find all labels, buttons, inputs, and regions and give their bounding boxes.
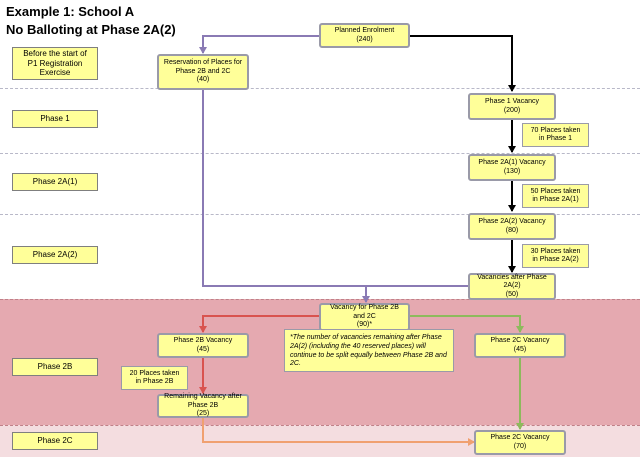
node-phase2a1-vacancy: Phase 2A(1) Vacancy (130) xyxy=(468,154,556,181)
phase-label-phase2c: Phase 2C xyxy=(12,432,98,450)
node-value: (130) xyxy=(503,167,521,175)
node-value: (70) xyxy=(513,442,527,450)
phase-separator xyxy=(0,425,640,426)
node-phase2a2-vacancy: Phase 2A(2) Vacancy (80) xyxy=(468,213,556,240)
node-phase2b-vacancy: Phase 2B Vacancy (45) xyxy=(157,333,249,358)
arrow-remaining-to-2c-final xyxy=(202,418,475,446)
phase-separator xyxy=(0,214,640,215)
node-label: Reservation of Places for Phase 2B and 2… xyxy=(163,59,243,75)
node-value: (45) xyxy=(196,345,210,353)
node-label: Phase 2C Vacancy xyxy=(490,434,550,442)
note-line: in Phase 2A(1) xyxy=(532,196,579,203)
arrow-reservation-to-vacancy2b2c xyxy=(202,90,366,287)
node-label: Phase 2B Vacancy xyxy=(173,337,233,345)
node-value: (45) xyxy=(513,345,527,353)
node-value: (25) xyxy=(196,410,210,418)
diagram-title-line1: Example 1: School A xyxy=(6,4,135,19)
note-taken-phase1: 70 Places taken in Phase 1 xyxy=(522,123,589,147)
node-remaining-vacancy: Remaining Vacancy after Phase 2B (25) xyxy=(157,393,249,418)
note-line: in Phase 1 xyxy=(538,135,573,142)
phase-label-phase2a2: Phase 2A(2) xyxy=(12,246,98,264)
note-line: in Phase 2B xyxy=(135,378,174,385)
node-reservation: Reservation of Places for Phase 2B and 2… xyxy=(157,54,249,90)
node-label: Vacancy for Phase 2B and 2C xyxy=(330,304,399,320)
phase-label-pre-registration: Before the start of P1 Registration Exer… xyxy=(12,47,98,80)
note-line: 30 Places taken xyxy=(530,247,581,255)
node-label: Phase 2A(2) Vacancy xyxy=(478,218,546,226)
node-label: Phase 2C Vacancy xyxy=(490,337,550,345)
note-taken-phase2a2: 30 Places taken in Phase 2A(2) xyxy=(522,244,589,268)
arrow-vacancy-to-2c xyxy=(410,315,524,333)
note-taken-phase2a1: 50 Places taken in Phase 2A(1) xyxy=(522,184,589,208)
node-planned-enrolment: Planned Enrolment (240) xyxy=(319,23,410,48)
phase-label-phase1: Phase 1 xyxy=(12,110,98,128)
diagram-title-line2: No Balloting at Phase 2A(2) xyxy=(6,22,176,37)
node-value: (80) xyxy=(505,226,519,234)
note-line: 50 Places taken xyxy=(530,187,581,195)
node-vacancy-2b-2c: Vacancy for Phase 2B and 2C (90)* xyxy=(319,303,410,331)
node-value: (200) xyxy=(503,106,521,114)
arrow-vacancy-to-2b xyxy=(199,315,319,333)
footnote-split-explanation: *The number of vacancies remaining after… xyxy=(284,329,454,372)
node-value: (50) xyxy=(505,290,519,298)
node-phase1-vacancy: Phase 1 Vacancy (200) xyxy=(468,93,556,120)
arrow-planned-to-reservation xyxy=(199,35,319,54)
node-label: Vacancies after Phase 2A(2) xyxy=(477,273,547,290)
phase-separator xyxy=(0,153,640,154)
node-label: Remaining Vacancy after Phase 2B xyxy=(164,393,242,409)
note-taken-phase2b: 20 Places taken in Phase 2B xyxy=(121,366,188,390)
node-value: (90)* xyxy=(356,321,373,329)
node-value: (40) xyxy=(196,76,210,84)
arrow-planned-to-phase1 xyxy=(410,35,516,92)
node-value: (240) xyxy=(356,35,373,43)
note-line: in Phase 2A(2) xyxy=(532,256,579,263)
node-label: Phase 2A(1) Vacancy xyxy=(478,159,546,167)
node-label: Phase 1 Vacancy xyxy=(485,98,539,106)
phase-label-phase2b: Phase 2B xyxy=(12,358,98,376)
node-label: Planned Enrolment xyxy=(334,27,395,35)
phase-label-phase2a1: Phase 2A(1) xyxy=(12,173,98,191)
phase-separator xyxy=(0,88,640,89)
note-line: 20 Places taken xyxy=(129,369,180,377)
node-phase2c-vacancy-45: Phase 2C Vacancy (45) xyxy=(474,333,566,358)
arrow-after-to-vacancy2b2c xyxy=(362,285,472,303)
note-line: 70 Places taken xyxy=(530,126,581,134)
node-phase2c-vacancy-70: Phase 2C Vacancy (70) xyxy=(474,430,566,455)
node-vacancies-after-2a2: Vacancies after Phase 2A(2) (50) xyxy=(468,273,556,300)
phase-separator xyxy=(0,299,640,300)
